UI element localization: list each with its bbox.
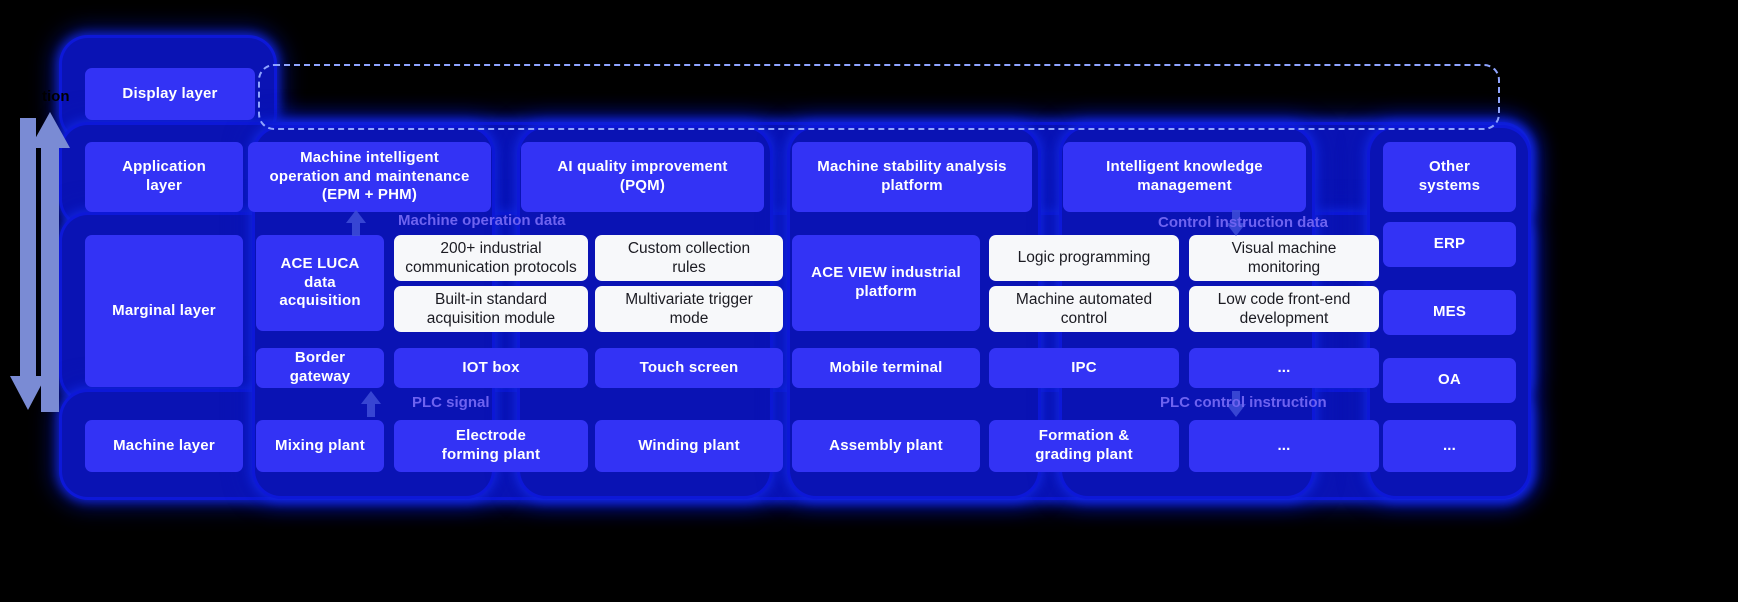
marginal-device-touch-screen[interactable]: Touch screen xyxy=(595,348,783,388)
display-connector-dashed-rect xyxy=(258,64,1500,130)
marginal-device-more[interactable]: ... xyxy=(1189,348,1379,388)
flow-label-plc-control-instruction: PLC control instruction xyxy=(1160,394,1327,411)
marginal-white-visual-machine-monitoring[interactable]: Visual machine monitoring xyxy=(1189,235,1379,281)
machine-item-winding-plant[interactable]: Winding plant xyxy=(595,420,783,472)
display-layer-label[interactable]: Display layer xyxy=(85,68,255,120)
marginal-device-mobile-terminal[interactable]: Mobile terminal xyxy=(792,348,980,388)
application-layer-label[interactable]: Application layer xyxy=(85,142,243,212)
marginal-white-multivariate-trigger-mode[interactable]: Multivariate trigger mode xyxy=(595,286,783,332)
marginal-layer-label[interactable]: Marginal layer xyxy=(85,235,243,387)
marginal-right-mes[interactable]: MES xyxy=(1383,290,1516,335)
marginal-white-machine-automated-control[interactable]: Machine automated control xyxy=(989,286,1179,332)
machine-item-more[interactable]: ... xyxy=(1189,420,1379,472)
flow-label-machine-operation-data: Machine operation data xyxy=(398,212,566,229)
marginal-device-iot-box[interactable]: IOT box xyxy=(394,348,588,388)
marginal-white-logic-programming[interactable]: Logic programming xyxy=(989,235,1179,281)
marginal-white-builtin-standard-module[interactable]: Built-in standard acquisition module xyxy=(394,286,588,332)
machine-right-more[interactable]: ... xyxy=(1383,420,1516,472)
app-item-ai-quality-improvement[interactable]: AI quality improvement (PQM) xyxy=(521,142,764,212)
left-down-arrow xyxy=(10,118,46,410)
app-item-machine-stability-analysis[interactable]: Machine stability analysis platform xyxy=(792,142,1032,212)
partial-left-label: tion xyxy=(42,88,70,105)
marginal-white-200-protocols[interactable]: 200+ industrial communication protocols xyxy=(394,235,588,281)
marginal-ace-luca-data-acquisition[interactable]: ACE LUCA data acquisition xyxy=(256,235,384,331)
app-item-other-systems[interactable]: Other systems xyxy=(1383,142,1516,212)
app-item-machine-intelligent-om[interactable]: Machine intelligent operation and mainte… xyxy=(248,142,491,212)
marginal-ace-view-industrial-platform[interactable]: ACE VIEW industrial platform xyxy=(792,235,980,331)
marginal-white-custom-collection-rules[interactable]: Custom collection rules xyxy=(595,235,783,281)
marginal-right-oa[interactable]: OA xyxy=(1383,358,1516,403)
marginal-white-low-code-frontend-development[interactable]: Low code front-end development xyxy=(1189,286,1379,332)
marginal-device-ipc[interactable]: IPC xyxy=(989,348,1179,388)
marginal-device-border-gateway[interactable]: Border gateway xyxy=(256,348,384,388)
flow-label-control-instruction-data: Control instruction data xyxy=(1158,214,1328,231)
marginal-right-erp[interactable]: ERP xyxy=(1383,222,1516,267)
machine-item-electrode-forming-plant[interactable]: Electrode forming plant xyxy=(394,420,588,472)
machine-operation-data-up-arrow xyxy=(346,210,366,236)
left-up-arrow xyxy=(30,112,70,412)
control-instruction-data-down-arrow xyxy=(1226,210,1246,236)
flow-label-plc-signal: PLC signal xyxy=(412,394,490,411)
app-item-intelligent-knowledge-management[interactable]: Intelligent knowledge management xyxy=(1063,142,1306,212)
machine-layer-label[interactable]: Machine layer xyxy=(85,420,243,472)
machine-item-assembly-plant[interactable]: Assembly plant xyxy=(792,420,980,472)
plc-signal-up-arrow xyxy=(361,391,381,417)
machine-item-mixing-plant[interactable]: Mixing plant xyxy=(256,420,384,472)
plc-control-instruction-down-arrow xyxy=(1226,391,1246,417)
machine-item-formation-grading-plant[interactable]: Formation & grading plant xyxy=(989,420,1179,472)
